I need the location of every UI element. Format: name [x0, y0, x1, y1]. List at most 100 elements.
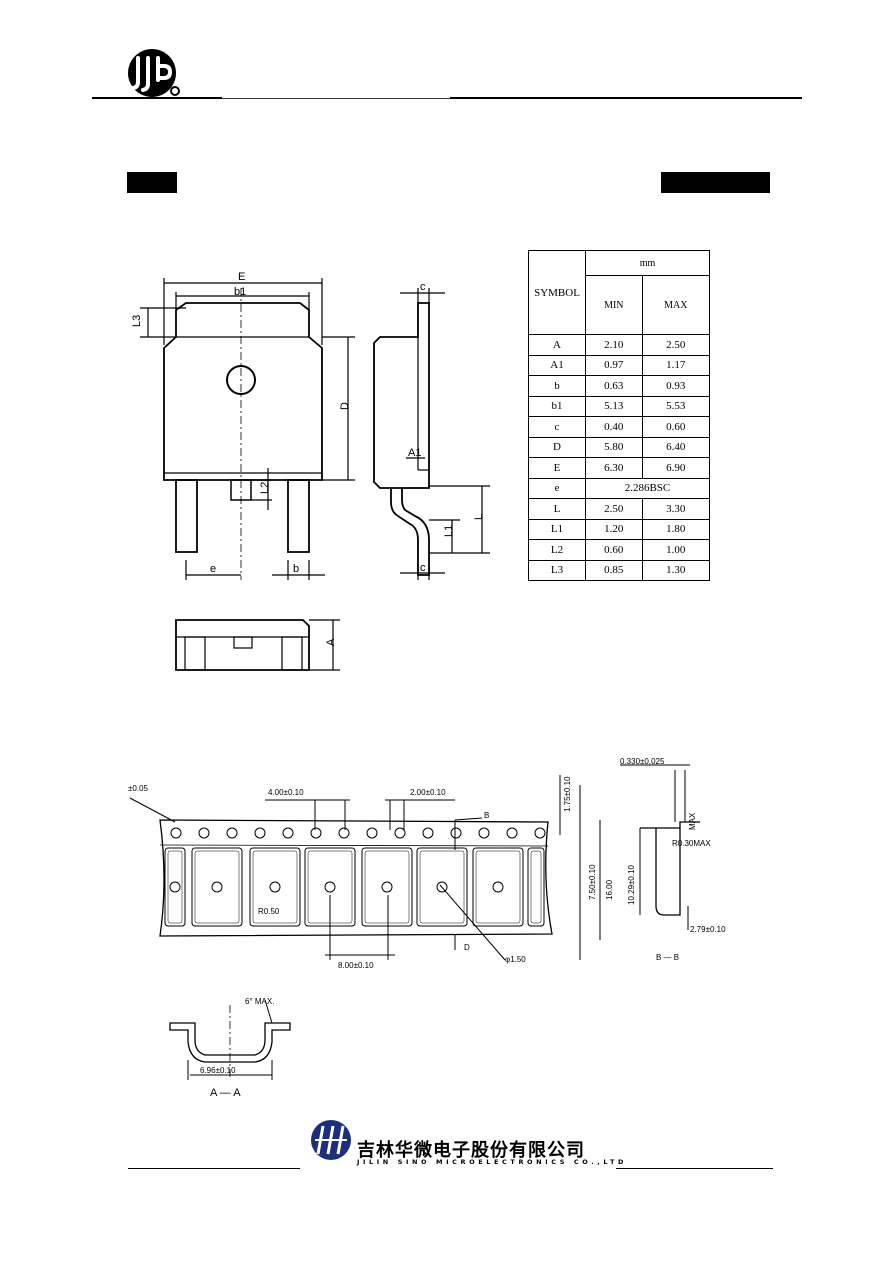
dim-A1: A1 — [408, 447, 421, 459]
sprocket-hole — [366, 827, 378, 839]
footer-rule-left — [128, 1168, 300, 1169]
section-aa-profile — [169, 1022, 291, 1063]
sprocket-hole — [338, 827, 350, 839]
pocket-center-hole — [211, 881, 223, 893]
pocket-center-hole — [169, 881, 181, 893]
header-rule-right — [450, 97, 802, 99]
pocket-center-hole — [324, 881, 336, 893]
sprocket-hole — [506, 827, 518, 839]
tape-width: 16.00 — [605, 879, 614, 900]
dim-E: E — [238, 271, 245, 283]
sprocket-hole — [254, 827, 266, 839]
section-bb-label: B — B — [656, 953, 679, 962]
header-rule-left — [92, 97, 222, 99]
tape-label-B: B — [484, 811, 489, 820]
mount-hole — [226, 365, 256, 395]
min-header: MIN — [585, 275, 643, 335]
dim-c-top: c — [420, 281, 426, 293]
sprocket-hole — [478, 827, 490, 839]
sprocket-hole — [534, 827, 546, 839]
footer-rule-right — [616, 1168, 773, 1169]
jsmc-logo-icon — [128, 49, 180, 97]
tape-radius-max: R0.30MAX — [672, 839, 711, 848]
company-name-cn: 吉林华微电子股份有限公司 — [357, 1140, 585, 1161]
side-view-body — [373, 302, 430, 489]
tape-pocket-inner — [252, 850, 298, 924]
carrier-tape-outline — [159, 819, 553, 937]
sprocket-hole — [282, 827, 294, 839]
tape-pocket — [191, 847, 243, 927]
sprocket-hole — [198, 827, 210, 839]
tape-pocket-inner — [167, 850, 183, 924]
tape-label-D: D — [464, 943, 470, 952]
sprocket-hole — [170, 827, 182, 839]
tape-thickness: 0.330±0.025 — [620, 757, 665, 766]
pocket-center-hole — [492, 881, 504, 893]
tape-hole-dia: φ1.50 — [505, 955, 526, 964]
dim-b: b — [293, 563, 299, 575]
tape-pocket-inner — [419, 850, 465, 924]
section-tab-left — [127, 172, 177, 193]
sprocket-hole — [394, 827, 406, 839]
section-bb-profile — [640, 821, 700, 916]
dim-e: e — [210, 563, 216, 575]
tape-pitch-4: 4.00±0.10 — [268, 788, 304, 797]
sprocket-hole — [450, 827, 462, 839]
pocket-center-hole — [269, 881, 281, 893]
pocket-center-hole — [381, 881, 393, 893]
sprocket-hole — [226, 827, 238, 839]
tape-cavity-width: 6.96±0.10 — [200, 1066, 236, 1075]
dim-D: D — [339, 402, 351, 410]
dim-b1: b1 — [234, 286, 246, 298]
header-rule-thin — [222, 98, 450, 99]
tape-edge: 1.75±0.10 — [563, 776, 572, 812]
pocket-center-hole — [436, 881, 448, 893]
company-name-en: JILIN SINO MICROELECTRONICS CO.,LTD — [357, 1158, 628, 1166]
tape-pocket — [164, 847, 186, 927]
tape-pocket — [361, 847, 413, 927]
tape-pitch-8: 8.00±0.10 — [338, 961, 374, 970]
tape-angle: 6° MAX. — [245, 997, 274, 1006]
dim-L: L — [473, 514, 485, 520]
tape-pitch-2: 2.00±0.10 — [410, 788, 446, 797]
sprocket-hole — [422, 827, 434, 839]
tape-cavity-depth: 10.29±0.10 — [627, 864, 636, 905]
tape-radius: R0.50 — [258, 907, 280, 916]
lead-left — [175, 479, 198, 553]
tab-stub — [230, 479, 252, 501]
dim-L2: L2 — [259, 482, 271, 494]
tape-pocket-inner — [364, 850, 410, 924]
dim-L1: L1 — [443, 525, 455, 537]
tape-center: 7.50±0.10 — [588, 864, 597, 900]
tape-pocket — [416, 847, 468, 927]
tape-sprocket-holes — [170, 827, 546, 839]
tape-max-label: MAX — [688, 812, 697, 830]
sprocket-hole — [310, 827, 322, 839]
tape-pocket — [249, 847, 301, 927]
side-view-lead — [390, 488, 430, 576]
tape-pocket-inner — [194, 850, 240, 924]
tape-hole-tol: ±0.05 — [128, 784, 149, 793]
tape-pocket — [527, 847, 545, 927]
tape-pocket-inner — [530, 850, 542, 924]
tape-cavity-bottom: 2.79±0.10 — [690, 925, 726, 934]
section-tab-right — [661, 172, 770, 193]
section-aa-label: A — A — [210, 1087, 241, 1099]
symbol-header: SYMBOL — [528, 250, 586, 335]
max-header: MAX — [641, 275, 711, 335]
tape-pocket — [472, 847, 524, 927]
